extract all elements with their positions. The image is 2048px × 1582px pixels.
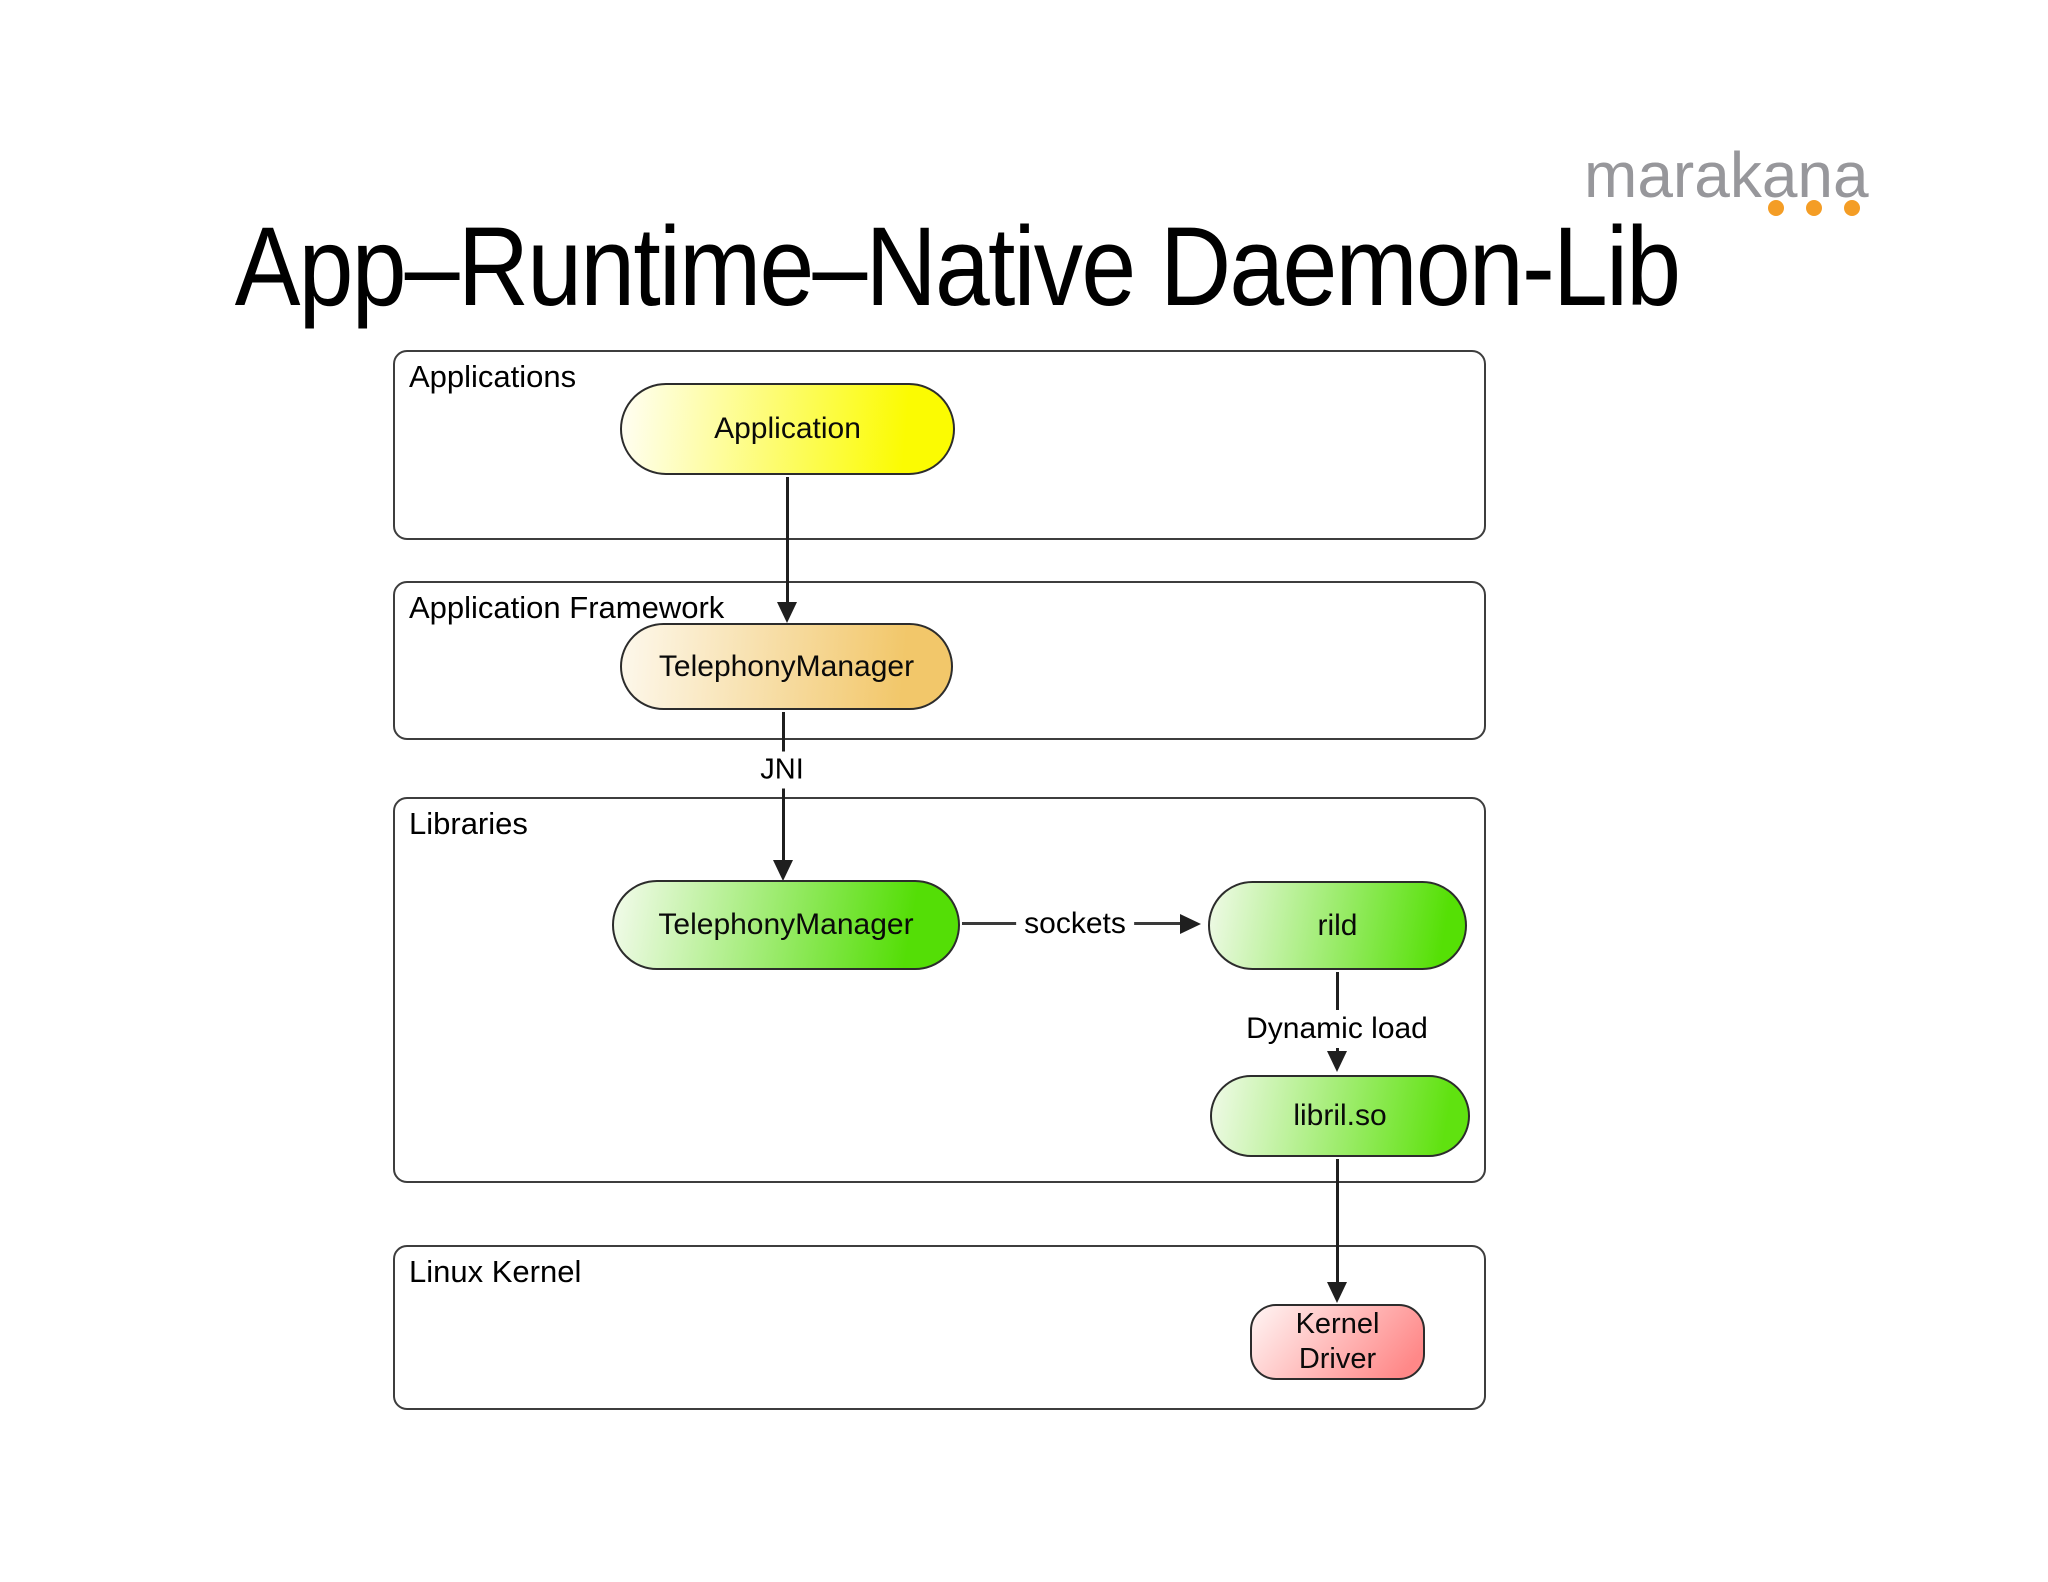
edge-label-sockets: sockets: [1016, 905, 1134, 943]
node-rild: rild: [1208, 881, 1467, 970]
logo-dot: [1806, 200, 1822, 216]
node-telephony-manager-framework-label: TelephonyManager: [658, 649, 915, 683]
node-kernel-driver-label: Kernel Driver: [1295, 1307, 1380, 1375]
edge-label-dynamic-load: Dynamic load: [1238, 1010, 1436, 1048]
logo-dot: [1768, 200, 1784, 216]
edge-line-app-to-framework: [786, 477, 789, 605]
node-telephony-manager-native: TelephonyManager: [612, 880, 960, 970]
node-libril-so-label: libril.so: [1293, 1099, 1387, 1132]
layer-box-applications: Applications: [393, 350, 1486, 540]
edge-arrowhead-framework-to-native: [773, 860, 793, 881]
node-kernel-driver: Kernel Driver: [1250, 1304, 1425, 1380]
layer-label-libraries: Libraries: [409, 806, 528, 841]
node-telephony-manager-framework: TelephonyManager: [620, 623, 953, 710]
layer-label-linux-kernel: Linux Kernel: [409, 1254, 582, 1289]
page-title: App–Runtime–Native Daemon-Lib: [234, 204, 1681, 329]
edge-arrowhead-rild-to-libril: [1327, 1051, 1347, 1072]
edge-line-libril-to-kernel-driver: [1336, 1159, 1339, 1284]
logo-dot: [1844, 200, 1860, 216]
marakana-logo-dots: [1768, 200, 1860, 216]
edge-label-jni: JNI: [752, 751, 812, 789]
node-application: Application: [620, 383, 955, 475]
edge-arrowhead-libril-to-kernel-driver: [1327, 1282, 1347, 1303]
node-application-label: Application: [714, 412, 861, 445]
edge-arrowhead-app-to-framework: [777, 602, 797, 623]
layer-label-application-framework: Application Framework: [409, 590, 725, 625]
node-rild-label: rild: [1317, 908, 1358, 942]
marakana-logo-text: marakana: [1584, 139, 1869, 211]
node-libril-so: libril.so: [1210, 1075, 1470, 1157]
edge-arrowhead-native-to-rild: [1180, 914, 1201, 934]
node-telephony-manager-native-label: TelephonyManager: [658, 908, 914, 941]
layer-label-applications: Applications: [409, 359, 577, 394]
